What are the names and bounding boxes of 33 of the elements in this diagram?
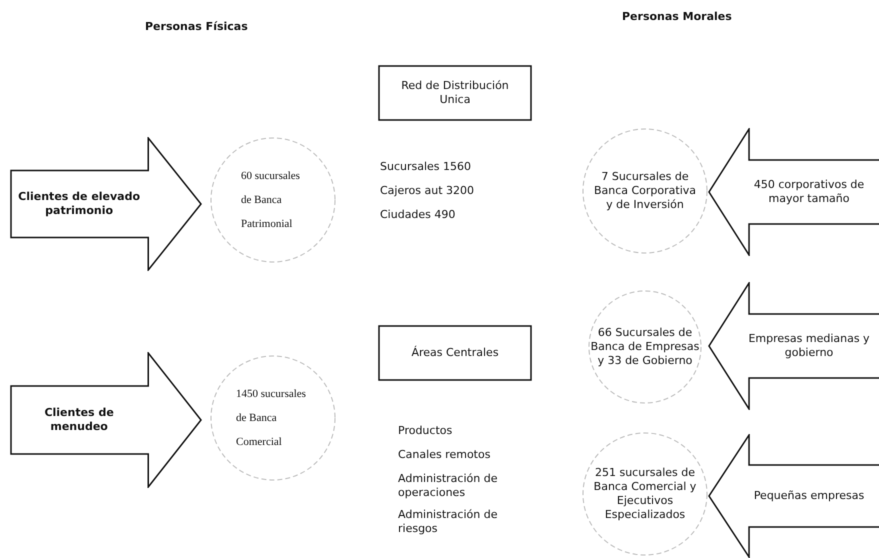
node-label: Pequeñas empresas: [752, 489, 866, 503]
list-item: Administración de riesgos: [398, 508, 498, 536]
dashed-circle: [588, 290, 702, 404]
list-item: Productos: [398, 424, 452, 438]
node-label: 60 sucursales de Banca Patrimonial: [241, 169, 301, 232]
dashed-circle: [210, 355, 336, 481]
list-item: Administración de operaciones: [398, 472, 498, 500]
node-label: 1450 sucursales de Banca Comercial: [236, 387, 307, 450]
node-label: Red de Distribución Unica: [400, 79, 510, 107]
pointer-panel: [708, 434, 879, 558]
node-label: Empresas medianas y gobierno: [747, 332, 871, 360]
pointer-panel: [708, 128, 879, 256]
pointer-panel: [10, 137, 202, 271]
list-item: Canales remotos: [398, 448, 490, 462]
node-label: Clientes de menudeo: [43, 406, 115, 434]
statistic-text: Sucursales 1560: [380, 160, 472, 174]
label-box: [378, 65, 532, 121]
node-label: 7 Sucursales de Banca Corporativa y de Inversión: [593, 170, 697, 212]
statistic-text: Ciudades 490: [380, 208, 456, 222]
node-label: 66 Sucursales de Banca de Empresas y 33 de Gobierno: [590, 326, 700, 368]
node-label: Clientes de elevado patrimonio: [17, 190, 142, 218]
dashed-circle: [582, 128, 708, 254]
pointer-panel: [10, 352, 202, 488]
node-label: 251 sucursales de Banca Comercial y Ejecutivos Especializados: [592, 466, 698, 522]
dashed-circle: [210, 137, 336, 263]
column-heading: Personas Físicas: [145, 20, 248, 34]
column-heading: Personas Morales: [622, 10, 732, 24]
node-label: Áreas Centrales: [410, 346, 500, 360]
dashed-circle: [582, 432, 708, 556]
node-label: 450 corporativos de mayor tamaño: [752, 178, 866, 206]
pointer-panel: [708, 282, 879, 410]
label-box: [378, 325, 532, 381]
statistic-text: Cajeros aut 3200: [380, 184, 474, 198]
